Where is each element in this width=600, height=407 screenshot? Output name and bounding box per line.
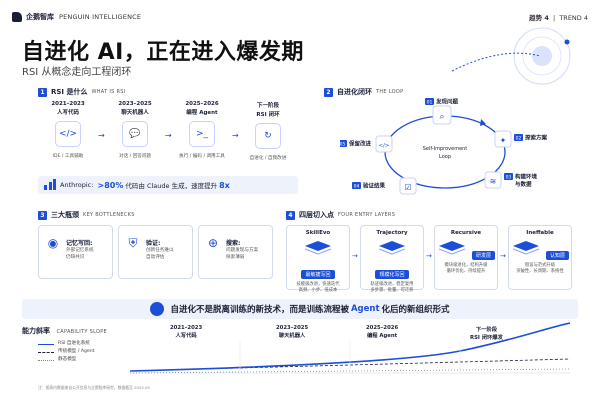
terminal-icon: >_ <box>189 121 215 147</box>
stat-speedup: 8x <box>219 180 230 190</box>
capability-slope-chart <box>130 322 570 374</box>
self-improvement-loop-diagram: Self-Improvement Loop ⌕ 01 发现问题 ✦ 02 探索方… <box>340 98 548 195</box>
bulb-icon: ✦ <box>500 136 507 145</box>
page-title: 自进化 AI，正在进入爆发期 <box>22 40 304 65</box>
loop-node-build: ≋ 03 构建环境 与数据 <box>484 171 538 189</box>
section-what-is-rsi-header: 1 RSI 是什么 WHAT IS RSI <box>38 87 126 97</box>
layer-stack-icon <box>378 241 406 255</box>
loop-node-discover: ⌕ 01 发现问题 <box>425 98 459 125</box>
timeline-step: 下一阶段 RSI 闭环 ↻ 自进化 / 自我改进 <box>249 103 287 161</box>
svg-text:04: 04 <box>354 184 360 190</box>
stat-prefix: Anthropic: <box>60 181 94 189</box>
arrow-right-icon: → <box>232 131 239 140</box>
svg-text:保留改进: 保留改进 <box>348 140 372 148</box>
arrow-right-icon: → <box>165 131 172 140</box>
timeline-step: 2023–2025 聊天机器人 💬 对话 / 回答问题 <box>118 101 152 159</box>
legend-item: 传统模型 / Agent <box>38 348 94 356</box>
entry-layer-card: Recursive 研发层 模块级进化，结构升级循环优化、持续提升 <box>434 225 498 290</box>
brand-name-en: PENGUIN INTELLIGENCE <box>59 13 142 21</box>
page-subtitle: RSI 从概念走向工程闭环 <box>22 67 132 78</box>
section-loop-header: 2 自进化闭环 THE LOOP <box>324 87 403 97</box>
legend-item: RSI 自进化系统 <box>38 340 94 348</box>
arrow-right-icon: → <box>500 252 506 260</box>
loop-node-retain: </> 05 保留改进 <box>340 135 393 153</box>
trend-label: 趋势 4 | TREND 4 <box>529 14 588 22</box>
globe-icon: ⊕ <box>207 236 219 250</box>
entry-layer-card: Trajectory 规模化写回 轨迹级改进，稳定复用多步骤、批量、可迁移 <box>360 225 424 293</box>
timeline-step: 2025–2026 编程 Agent >_ 执行 / 编码 / 调用工具 <box>179 101 225 159</box>
brand-name-cn: 企鹅智库 <box>26 13 54 21</box>
svg-text:构建环境: 构建环境 <box>515 173 538 181</box>
svg-text:探索方案: 探索方案 <box>525 134 548 142</box>
timeline-step: 2021–2023 人写代码 </> IDE / 工具辅助 <box>51 101 85 159</box>
svg-text:03: 03 <box>506 175 512 181</box>
arrow-right-icon: → <box>98 131 105 140</box>
chat-icon: 💬 <box>122 121 148 147</box>
capability-legend: RSI 自进化系统 传统模型 / Agent 静态模型 <box>38 340 94 364</box>
database-icon: ≋ <box>490 177 497 186</box>
capability-slope-header: 能力斜率 CAPABILITY SLOPE <box>22 327 108 335</box>
penguin-logo-icon <box>12 12 22 22</box>
code-icon: </> <box>378 143 389 149</box>
anthropic-stat-bar: Anthropic: >80% 代码由 Claude 生成，速度提升 8x <box>38 176 298 194</box>
shield-icon: ⛨ <box>128 236 138 250</box>
arrow-right-icon: → <box>426 252 432 260</box>
bottleneck-card: ⛨ 验证: 创新任务难以自动评估 <box>118 225 193 279</box>
search-icon: ⌕ <box>439 112 444 122</box>
section-bottlenecks-header: 3 三大瓶颈 KEY BOTTLENECKS <box>38 210 135 220</box>
svg-text:02: 02 <box>516 136 522 142</box>
page-header: 企鹅智库 PENGUIN INTELLIGENCE 趋势 4 | TREND 4 <box>12 10 588 24</box>
svg-text:05: 05 <box>340 142 345 148</box>
target-icon <box>150 302 165 316</box>
loop-node-verify: ☑ 04 验证结果 <box>352 177 417 195</box>
legend-item: 静态模型 <box>38 356 94 364</box>
svg-text:验证结果: 验证结果 <box>363 182 386 190</box>
svg-text:与数据: 与数据 <box>515 180 532 188</box>
decorative-orbit-graphic <box>451 27 571 85</box>
checklist-icon: ☑ <box>404 183 411 192</box>
layer-stack-icon <box>304 241 332 255</box>
layer-stack-icon <box>512 241 540 255</box>
arrow-right-icon: → <box>352 252 358 260</box>
loop-center-label: Self-Improvement <box>423 146 468 152</box>
svg-text:01: 01 <box>427 100 433 106</box>
section-entry-layers-header: 4 四层切入点 FOUR ENTRY LAYERS <box>286 210 395 220</box>
stat-percent: >80% <box>97 180 124 190</box>
footnote: 注：图表内数据来自公开信息与企鹅智库研究，数据截至 2025.09 <box>38 385 150 390</box>
entry-layer-card: Ineffable 认知层 假设与范式升级突破性、长周期、系统性 <box>508 225 572 290</box>
bottleneck-card: ⊕ 搜索: 问题发现与方案探索薄弱 <box>198 225 273 279</box>
static-model-line <box>130 368 570 374</box>
code-icon: </> <box>55 121 81 147</box>
entry-layer-card: SkillEvo 最敏捷写回 技能级改进，快速迭代高频、小步、低成本 <box>286 225 350 293</box>
svg-text:发现问题: 发现问题 <box>435 98 459 106</box>
bar-chart-icon <box>44 179 56 190</box>
bottleneck-card: ◉ 记忆写回: 外部记忆系统仍缺共识 <box>38 225 113 279</box>
loop-center-label: Loop <box>439 154 451 160</box>
loop-node-explore: ✦ 02 探索方案 <box>494 130 548 148</box>
stat-description: 代码由 Claude 生成，速度提升 <box>125 182 218 190</box>
loop-icon: ↻ <box>255 123 281 149</box>
key-insight-banner: 自进化不是脱离训练的新技术，而是训练流程被 Agent 化后的新组织形式 <box>22 299 578 319</box>
layer-stack-icon <box>438 241 466 255</box>
rsi-curve-line <box>130 322 570 372</box>
head-icon: ◉ <box>47 236 59 250</box>
rsi-timeline: 2021–2023 人写代码 </> IDE / 工具辅助 → 2023–202… <box>38 101 298 171</box>
